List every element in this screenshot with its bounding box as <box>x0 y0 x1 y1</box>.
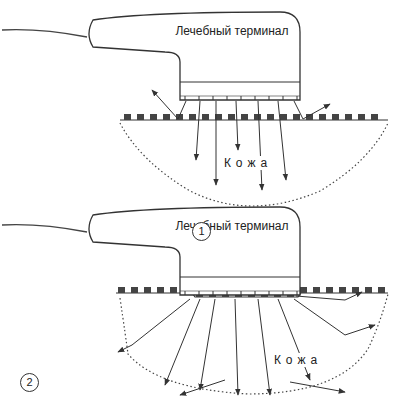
callout-number: 1 <box>192 222 211 241</box>
device-label: Лечебный терминал <box>175 24 288 38</box>
cable <box>2 225 87 232</box>
ray-arrows <box>152 90 330 190</box>
cable <box>2 30 87 37</box>
region-label: Кожа <box>272 353 324 367</box>
skin-texture <box>124 114 378 120</box>
callout-number: 2 <box>20 373 39 392</box>
region-label: Кожа <box>222 156 274 170</box>
skin-region: Кожа <box>118 294 388 398</box>
treatment-handpiece: Лечебный терминал <box>85 12 300 100</box>
ray-arrows <box>118 292 375 395</box>
skin-outline <box>118 294 388 398</box>
skin-region: Кожа <box>120 121 388 211</box>
treatment-handpiece: Лечебный терминал <box>85 207 300 295</box>
